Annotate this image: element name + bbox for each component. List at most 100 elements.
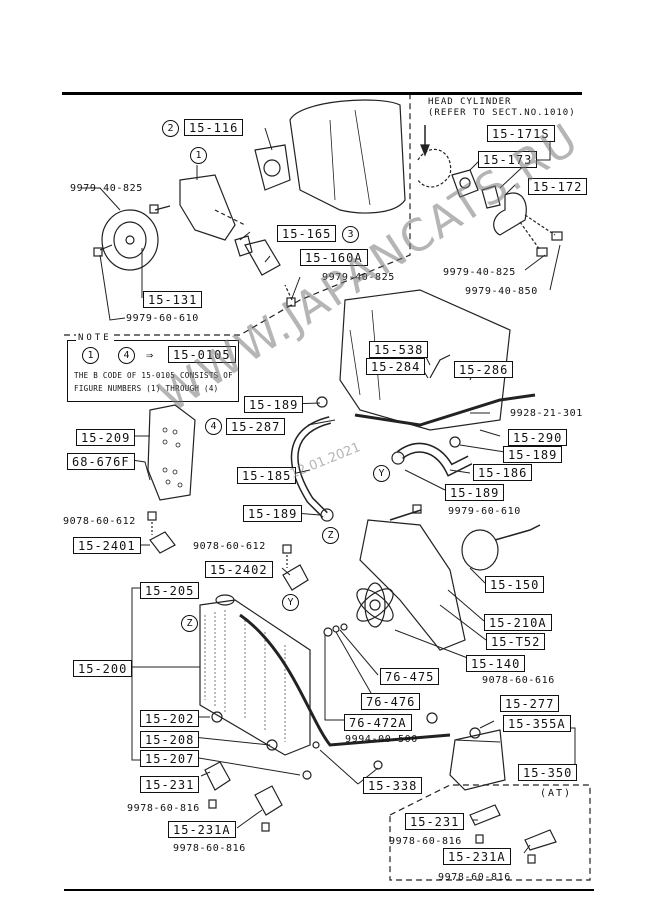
part-label-15-186[interactable]: 15-186 xyxy=(473,464,533,481)
part-label-68-676f[interactable]: 68-676F xyxy=(67,453,135,470)
part-label-15-538[interactable]: 15-538 xyxy=(369,341,429,358)
bypass-pipe-15-290 xyxy=(354,393,536,427)
bolt-label-9978-60-816-main-a[interactable]: 9978-60-816 xyxy=(127,803,200,814)
part-label-15-231a-at[interactable]: 15-231A xyxy=(443,848,511,865)
mount-15-2402 xyxy=(282,564,309,591)
thermostat-cover xyxy=(244,239,281,276)
part-label-15-173[interactable]: 15-173 xyxy=(478,151,538,168)
at-bracket-15-231 xyxy=(469,804,501,826)
callout-circle-y-radiator: Y xyxy=(282,594,299,611)
radiator-cap-15-205 xyxy=(215,594,235,606)
bolt-label-9979-40-850[interactable]: 9979-40-850 xyxy=(465,286,538,297)
note-kit-code[interactable]: 15-0105 xyxy=(168,346,236,363)
at-group-label: (AT) xyxy=(540,788,573,799)
part-label-76-475[interactable]: 76-475 xyxy=(380,668,440,685)
part-label-15-150[interactable]: 15-150 xyxy=(485,576,545,593)
part-label-15-189-lower[interactable]: 15-189 xyxy=(445,484,505,501)
part-label-15-210a[interactable]: 15-210A xyxy=(484,614,552,631)
head-cylinder-outline xyxy=(417,148,452,188)
refer-section-label: (REFER TO SECT.NO.1010) xyxy=(428,108,576,118)
bolt xyxy=(99,205,171,251)
hose-15-538 xyxy=(429,354,451,379)
part-label-15-172[interactable]: 15-172 xyxy=(528,178,588,195)
part-label-15-189-top[interactable]: 15-189 xyxy=(244,396,304,413)
bolt-label-9979-40-825-pump[interactable]: 9979-40-825 xyxy=(70,183,143,194)
part-label-15-165[interactable]: 15-165 xyxy=(277,225,337,242)
bolt-label-9979-60-610-shroud[interactable]: 9979-60-610 xyxy=(448,506,521,517)
bolt-label-9078-60-612-right[interactable]: 9078-60-612 xyxy=(193,541,266,552)
part-label-15-189-right[interactable]: 15-189 xyxy=(503,446,563,463)
part-label-15-338[interactable]: 15-338 xyxy=(363,777,423,794)
at-bracket-15-231a xyxy=(524,829,557,851)
part-label-76-472a[interactable]: 76-472A xyxy=(344,714,412,731)
part-label-15-231-at[interactable]: 15-231 xyxy=(405,813,465,830)
note-line-1: THE B CODE OF 15-0105 CONSISTS OF xyxy=(74,371,233,380)
reservoir-15-350 xyxy=(449,729,506,791)
bracket-15-209 xyxy=(147,404,196,501)
intake-manifold xyxy=(339,289,511,431)
part-label-15-277[interactable]: 15-277 xyxy=(500,695,560,712)
part-label-15-208[interactable]: 15-208 xyxy=(140,731,200,748)
fan-15-140 xyxy=(356,582,394,628)
bolt-label-9078-60-612-left[interactable]: 9078-60-612 xyxy=(63,516,136,527)
bolt-label-9978-60-816-at-a[interactable]: 9978-60-816 xyxy=(389,836,462,847)
part-label-15-2402[interactable]: 15-2402 xyxy=(205,561,273,578)
bolt-label-9928-21-301[interactable]: 9928-21-301 xyxy=(510,408,583,419)
note-title: NOTE xyxy=(76,333,114,343)
callout-circle-y-hose: Y xyxy=(373,465,390,482)
part-label-15-205[interactable]: 15-205 xyxy=(140,582,200,599)
group-divider-dashed xyxy=(64,95,411,336)
part-label-15-284[interactable]: 15-284 xyxy=(366,358,426,375)
overflow-hose-76-472a xyxy=(239,613,451,747)
thermostat-gasket-15-171s xyxy=(451,169,479,198)
engine-block xyxy=(289,99,406,214)
callout-circle-3: 3 xyxy=(342,226,359,243)
head-cylinder-reference: HEAD CYLINDER (REFER TO SECT.NO.1010) xyxy=(428,97,576,119)
part-label-15-160a[interactable]: 15-160A xyxy=(300,249,368,266)
top-border-rule xyxy=(62,92,582,95)
bolt-label-9978-60-816-at-b[interactable]: 9978-60-816 xyxy=(438,872,511,883)
water-pump xyxy=(179,174,236,241)
at-group-dashed-border xyxy=(389,784,591,881)
bolt-label-9979-40-825-housing[interactable]: 9979-40-825 xyxy=(443,267,516,278)
thermostat-15-173 xyxy=(481,185,501,209)
callout-circle-2: 2 xyxy=(162,120,179,137)
part-label-15-t52[interactable]: 15-T52 xyxy=(486,633,546,650)
note-circle-from: 1 xyxy=(82,347,99,364)
part-label-15-202[interactable]: 15-202 xyxy=(140,710,200,727)
note-line-2: FIGURE NUMBERS (1) THROUGH (4) xyxy=(74,384,219,393)
bolt-label-9994-00-500[interactable]: 9994-00-500 xyxy=(345,734,418,745)
gasket-15-165 xyxy=(234,235,253,257)
part-label-15-286[interactable]: 15-286 xyxy=(454,361,514,378)
part-label-15-2401[interactable]: 15-2401 xyxy=(73,537,141,554)
part-label-15-231a-main[interactable]: 15-231A xyxy=(168,821,236,838)
part-label-15-171s[interactable]: 15-171S xyxy=(487,125,555,142)
note-arrow: ⇒ xyxy=(146,348,155,362)
callout-circle-1: 1 xyxy=(190,147,207,164)
fan-motor-15-150 xyxy=(461,529,499,571)
bottom-border-rule xyxy=(64,889,594,891)
part-label-15-355a[interactable]: 15-355A xyxy=(503,715,571,732)
part-label-15-131[interactable]: 15-131 xyxy=(143,291,203,308)
callout-circle-z-radiator: Z xyxy=(181,615,198,632)
part-label-15-290[interactable]: 15-290 xyxy=(508,429,568,446)
bolt-label-9979-40-825-thermo[interactable]: 9979-40-825 xyxy=(322,272,395,283)
housing-15-172 xyxy=(493,192,527,236)
part-label-15-185[interactable]: 15-185 xyxy=(237,467,297,484)
note-circle-to: 4 xyxy=(118,347,135,364)
part-label-15-189-z[interactable]: 15-189 xyxy=(243,505,303,522)
bolt-label-9979-60-610-pulley[interactable]: 9979-60-610 xyxy=(126,313,199,324)
part-label-15-140[interactable]: 15-140 xyxy=(466,655,526,672)
part-label-76-476[interactable]: 76-476 xyxy=(361,693,421,710)
part-label-15-116[interactable]: 15-116 xyxy=(184,119,244,136)
bolt-label-9078-60-616[interactable]: 9078-60-616 xyxy=(482,675,555,686)
part-label-15-350[interactable]: 15-350 xyxy=(518,764,578,781)
fan-shroud-15-210a xyxy=(359,519,466,651)
part-label-15-200[interactable]: 15-200 xyxy=(73,660,133,677)
part-label-15-207[interactable]: 15-207 xyxy=(140,750,200,767)
bolt-label-9978-60-816-main-b[interactable]: 9978-60-816 xyxy=(173,843,246,854)
part-label-15-287[interactable]: 15-287 xyxy=(226,418,286,435)
part-label-15-231-main[interactable]: 15-231 xyxy=(140,776,200,793)
head-cylinder-label: HEAD CYLINDER xyxy=(428,97,512,107)
part-label-15-209[interactable]: 15-209 xyxy=(76,429,136,446)
